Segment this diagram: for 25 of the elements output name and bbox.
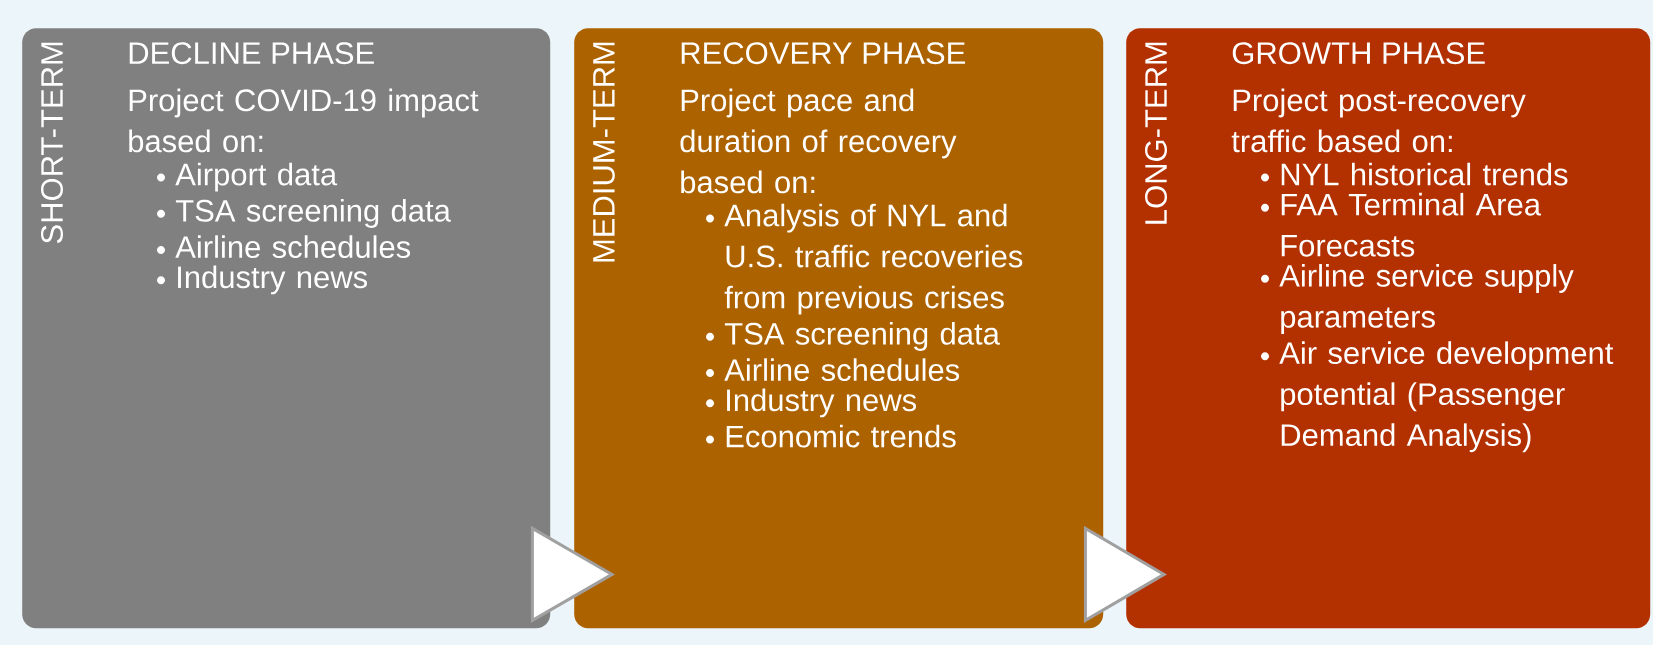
bullet-item: Airline service supply parameters	[1261, 264, 1574, 334]
phase-box	[22, 28, 551, 629]
bullet-item: Airport data	[157, 162, 338, 192]
bullet-item: Airline schedules	[157, 235, 411, 259]
phase-box	[1126, 28, 1651, 629]
bullet-item: FAA Terminal Area Forecasts	[1261, 192, 1542, 257]
bullet-item: TSA screening data	[706, 322, 1000, 351]
bullet-item: Industry news	[157, 265, 368, 295]
description-text: Project COVID-19 impact based on:	[129, 88, 479, 153]
description-text: Project post-recovery traffic based on:	[1231, 88, 1526, 153]
phase-heading: DECLINE PHASE	[129, 42, 374, 65]
description-text: Project pace and duration of recovery based on:	[680, 88, 957, 194]
bullet-item: Airline schedules	[706, 358, 960, 382]
phase-box	[574, 28, 1104, 629]
bullet-item: TSA screening data	[157, 199, 451, 228]
bullet-item: NYL historical trends	[1261, 162, 1568, 186]
term-label: SHORT-TERM	[41, 42, 63, 244]
bullet-item: Industry news	[706, 388, 917, 418]
phase-heading: RECOVERY PHASE	[681, 42, 965, 65]
phase-heading: GROWTH PHASE	[1232, 42, 1485, 65]
term-label: MEDIUM-TERM	[593, 42, 615, 262]
bullet-item: Economic trends	[706, 424, 956, 448]
bullet-item: Analysis of NYL and U.S. traffic recoveries from previous crises	[706, 203, 1023, 315]
bullet-item: Air service development potential (Passenger Demand Analysis)	[1261, 341, 1614, 453]
term-label: LONG-TERM	[1145, 42, 1167, 224]
